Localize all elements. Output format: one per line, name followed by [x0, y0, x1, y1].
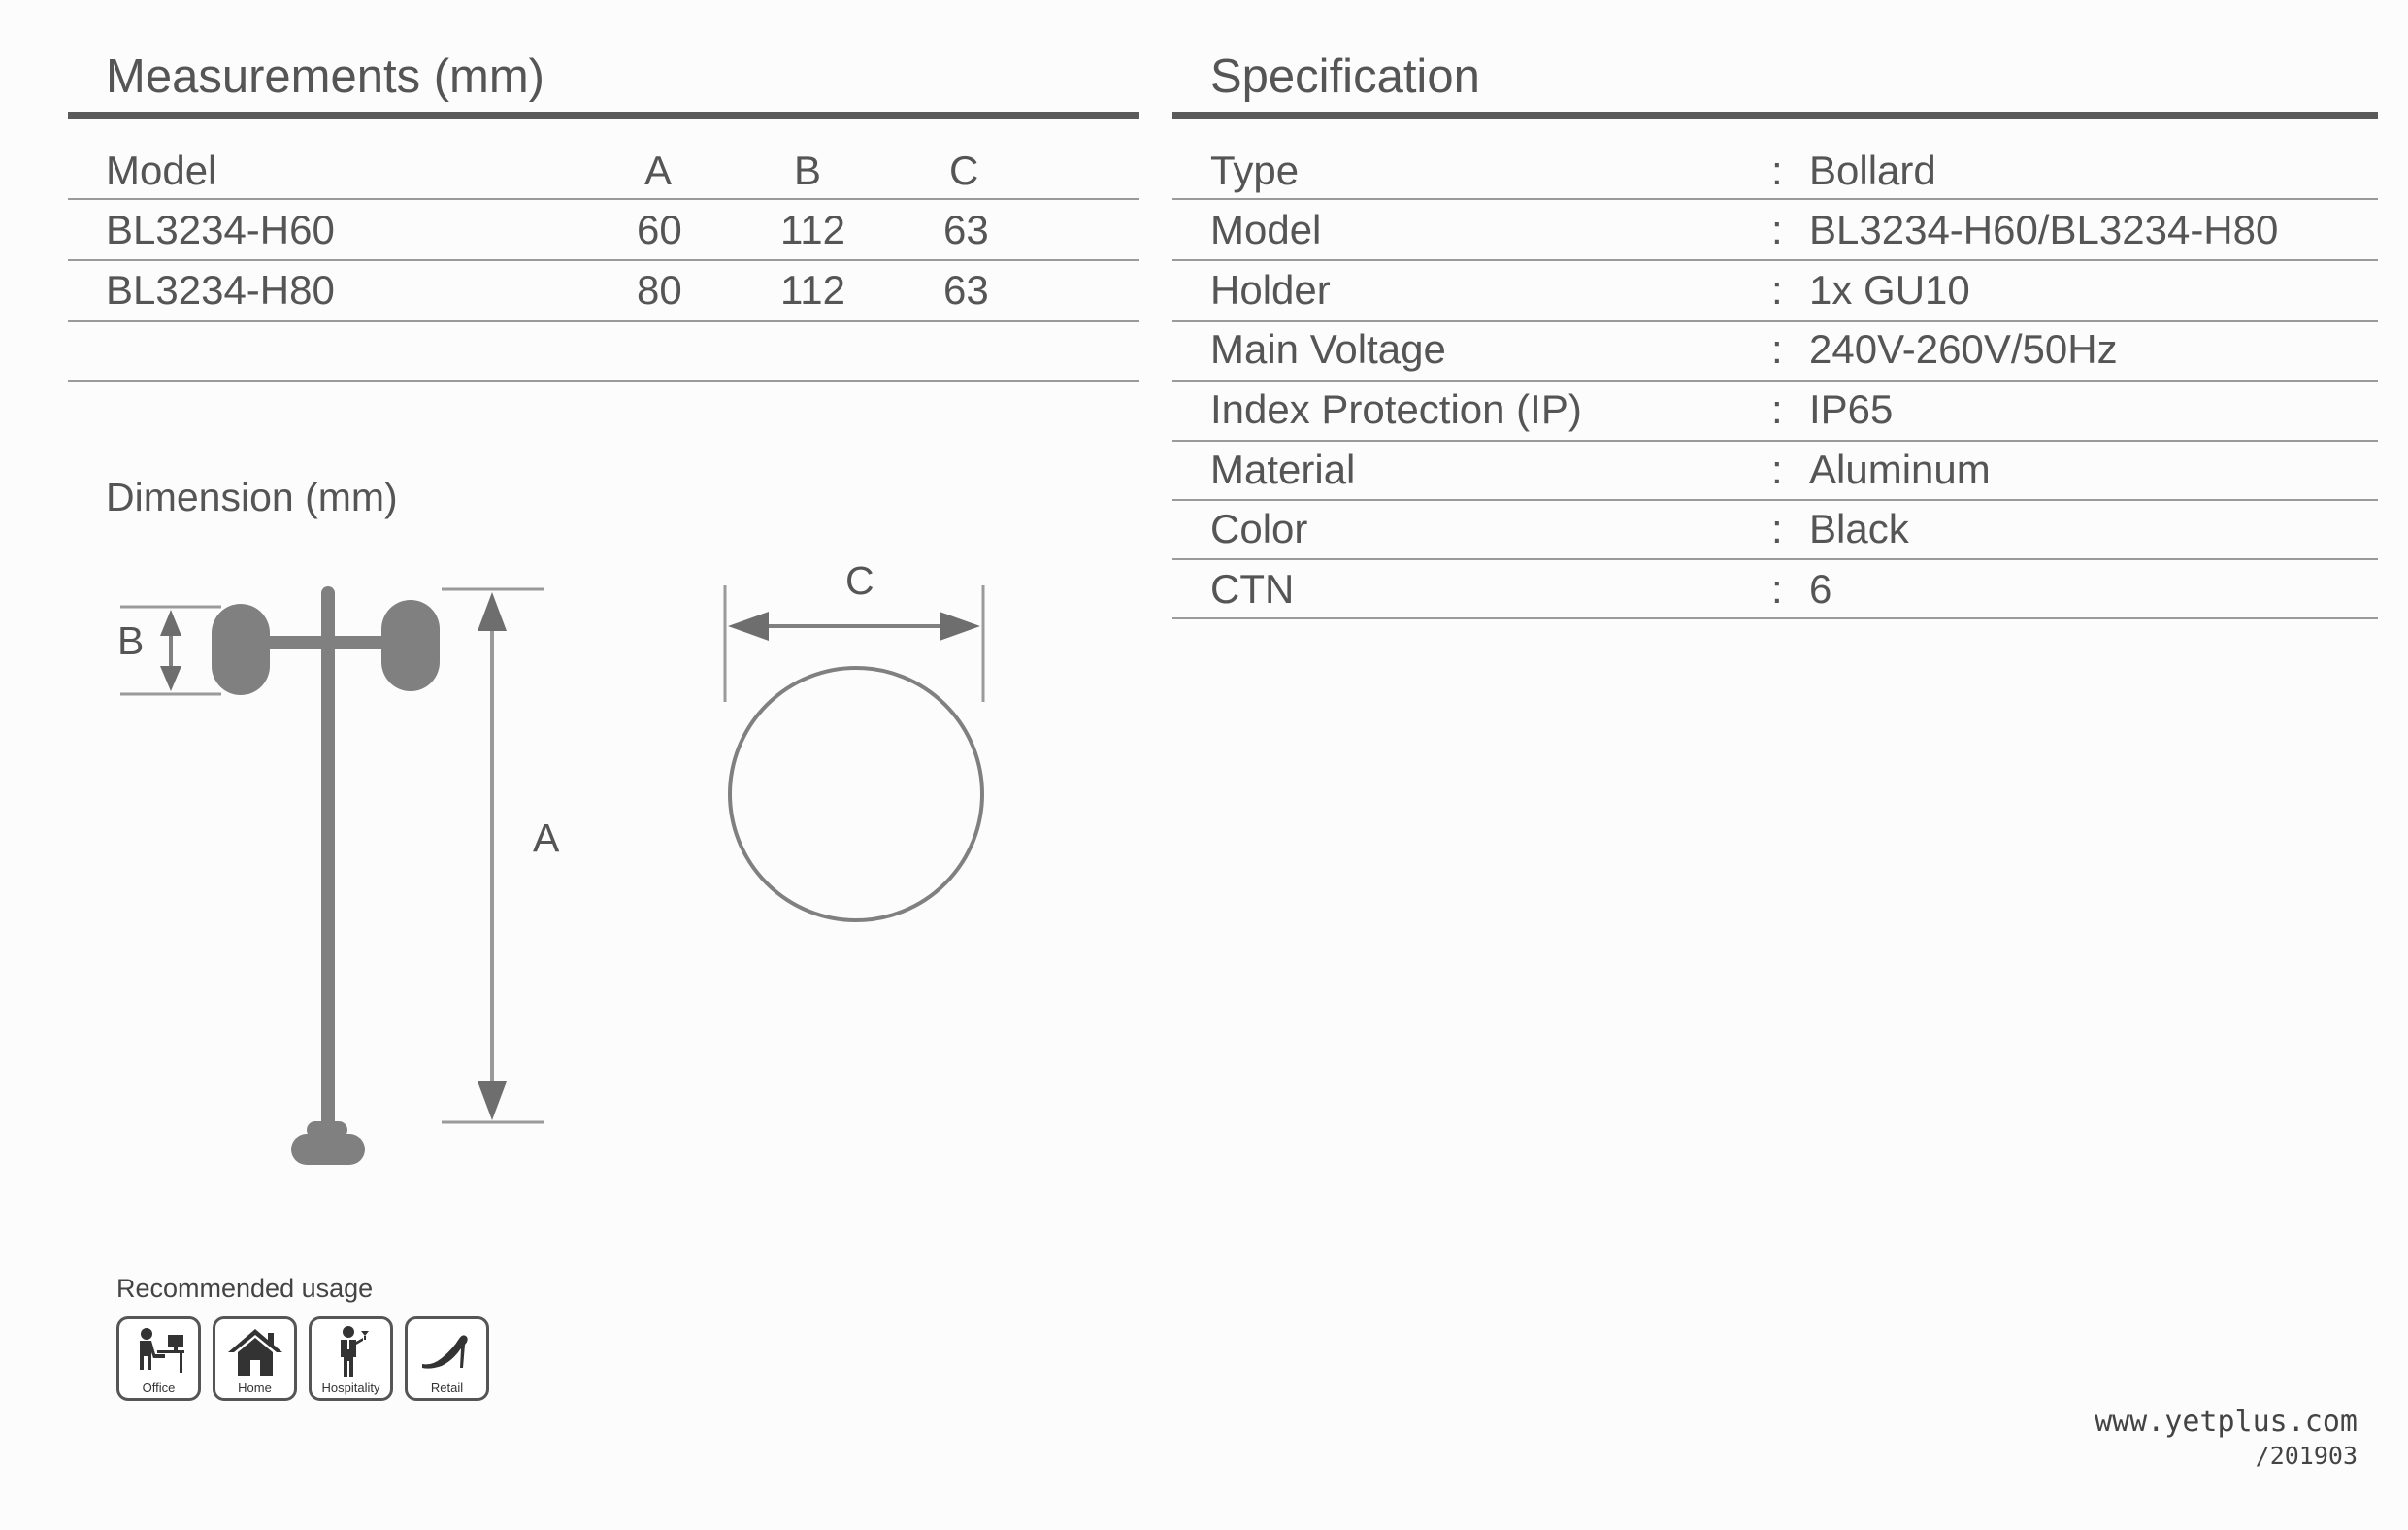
spec-separator: :	[1771, 386, 1783, 432]
spec-value-model: BL3234-H60/BL3234-H80	[1809, 207, 2279, 252]
spec-value-material: Aluminum	[1809, 447, 1991, 492]
spec-label-ctn: CTN	[1210, 566, 1295, 612]
spec-value-holder: 1x GU10	[1809, 267, 1970, 313]
table-cell-c: 63	[943, 207, 989, 252]
spec-value-ctn: 6	[1809, 566, 1832, 612]
table-divider	[68, 259, 1139, 261]
table-cell-a: 80	[637, 267, 682, 313]
usage-tile-hospitality: Hospitality	[309, 1316, 393, 1401]
spec-separator: :	[1771, 148, 1783, 193]
a-arrow-down	[478, 1081, 507, 1120]
spec-separator: :	[1771, 326, 1783, 372]
dimension-label-c: C	[845, 558, 874, 603]
usage-tile-retail: Retail	[405, 1316, 489, 1401]
bollard-top-circle	[728, 666, 984, 922]
spec-label-ip: Index Protection (IP)	[1210, 386, 1582, 432]
spec-label-type: Type	[1210, 148, 1300, 193]
spec-label-color: Color	[1210, 506, 1308, 551]
spec-divider	[1172, 440, 2378, 442]
spec-divider	[1172, 499, 2378, 501]
usage-tile-home: Home	[213, 1316, 297, 1401]
spec-divider	[1172, 320, 2378, 322]
lamp-head-left	[212, 604, 270, 695]
retail-icon	[421, 1335, 468, 1369]
specification-title: Specification	[1210, 50, 1480, 103]
measurements-title-rule	[68, 112, 1139, 119]
footer-document-code: /201903	[2255, 1442, 2358, 1470]
a-arrow-up	[478, 592, 507, 631]
usage-label-hospitality: Hospitality	[321, 1380, 380, 1395]
spec-divider	[1172, 558, 2378, 560]
dimension-label-a: A	[533, 815, 560, 860]
c-arrow-left	[728, 612, 769, 641]
column-header-c: C	[949, 148, 979, 193]
table-cell-b: 112	[780, 267, 845, 313]
footer-website-link[interactable]: www.yetplus.com	[2095, 1405, 2358, 1439]
hospitality-icon	[340, 1326, 369, 1377]
b-arrow-down	[160, 666, 181, 691]
spec-separator: :	[1771, 447, 1783, 492]
table-divider	[68, 320, 1139, 322]
spec-label-model: Model	[1210, 207, 1322, 252]
column-header-a: A	[644, 148, 673, 193]
b-arrow-up	[160, 610, 181, 636]
spec-value-type: Bollard	[1809, 148, 1936, 193]
spec-divider	[1172, 198, 2378, 200]
office-icon	[139, 1328, 184, 1373]
dimension-title: Dimension (mm)	[106, 475, 398, 519]
spec-label-voltage: Main Voltage	[1210, 326, 1446, 372]
bollard-side-drawing	[120, 586, 544, 1165]
table-divider	[68, 198, 1139, 200]
spec-separator: :	[1771, 566, 1783, 612]
table-cell-model: BL3234-H60	[106, 207, 335, 252]
table-cell-c: 63	[943, 267, 989, 313]
spec-divider	[1172, 617, 2378, 619]
spec-separator: :	[1771, 207, 1783, 252]
table-cell-model: BL3234-H80	[106, 267, 335, 313]
bollard-pole	[321, 586, 335, 1130]
bollard-base	[291, 1134, 365, 1165]
dimension-label-b: B	[117, 618, 145, 663]
recommended-usage-icons: Office Home Hospitality Retail	[116, 1316, 489, 1401]
usage-label-home: Home	[238, 1380, 272, 1395]
usage-tile-office: Office	[116, 1316, 201, 1401]
column-header-model: Model	[106, 148, 217, 193]
spec-divider	[1172, 380, 2378, 382]
spec-divider	[1172, 259, 2378, 261]
specification-title-rule	[1172, 112, 2378, 119]
lamp-head-right	[381, 600, 440, 691]
c-arrow-right	[940, 612, 980, 641]
home-icon	[227, 1329, 282, 1376]
bollard-top-drawing	[723, 585, 985, 922]
spec-label-holder: Holder	[1210, 267, 1331, 313]
table-cell-a: 60	[637, 207, 682, 252]
spec-value-ip: IP65	[1809, 386, 1894, 432]
spec-value-color: Black	[1809, 506, 1909, 551]
spec-label-material: Material	[1210, 447, 1356, 492]
recommended-usage-title: Recommended usage	[116, 1274, 374, 1303]
spec-separator: :	[1771, 267, 1783, 313]
usage-label-office: Office	[142, 1380, 176, 1395]
table-divider	[68, 380, 1139, 382]
measurements-title: Measurements (mm)	[106, 50, 544, 103]
table-cell-b: 112	[780, 207, 845, 252]
column-header-b: B	[794, 148, 822, 193]
spec-value-voltage: 240V-260V/50Hz	[1809, 326, 2118, 372]
usage-label-retail: Retail	[430, 1380, 464, 1395]
spec-separator: :	[1771, 506, 1783, 551]
